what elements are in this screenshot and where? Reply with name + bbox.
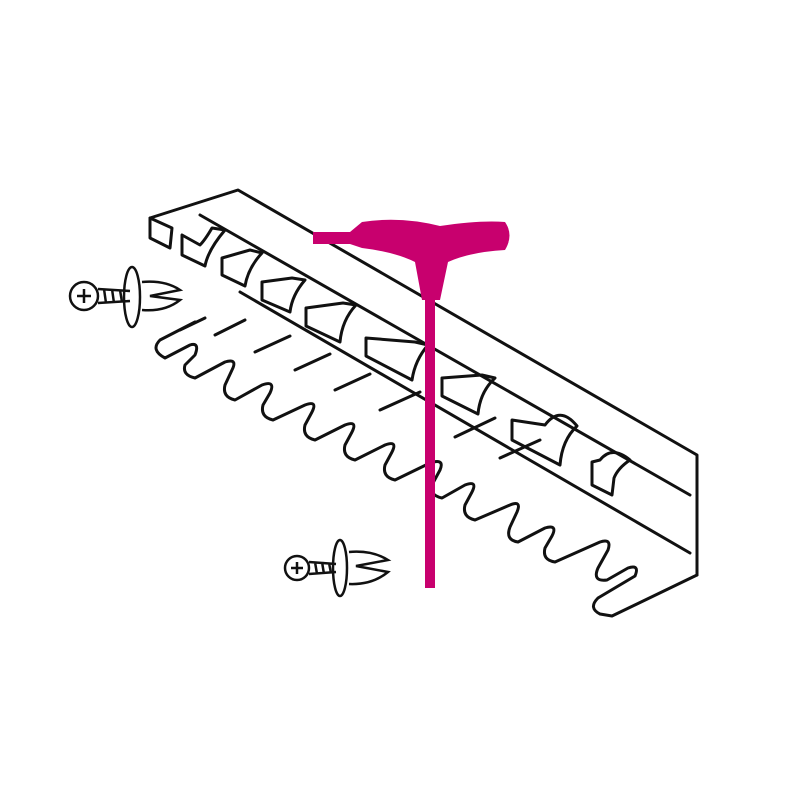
rack-back-edge <box>148 188 699 577</box>
rack-front-slotted-edge <box>154 320 699 618</box>
screw-with-anchor-icon <box>283 538 392 598</box>
rack-slot-inner-lines <box>178 316 542 460</box>
t-handle-hex-key-icon <box>313 219 510 588</box>
hex-key-handle <box>313 219 510 300</box>
rack-back-inner-edge <box>198 213 692 497</box>
screw-with-anchor-icon <box>68 265 184 329</box>
rack-fold-line <box>238 290 692 555</box>
hex-key-shaft <box>425 290 435 588</box>
